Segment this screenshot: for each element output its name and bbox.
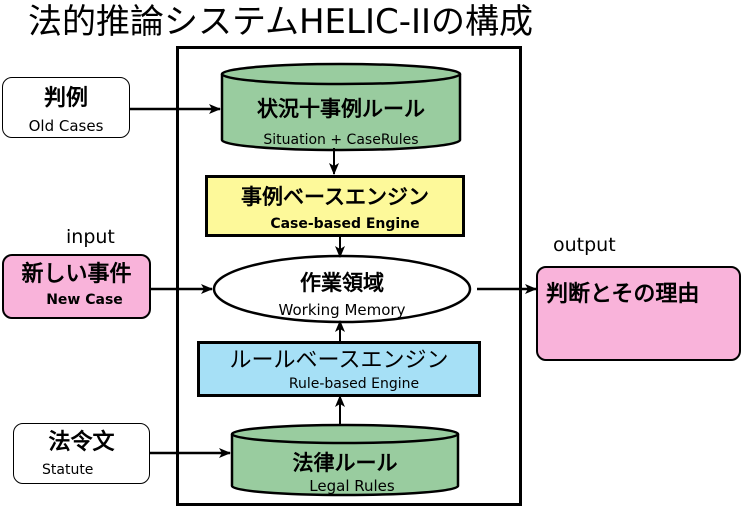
situation-case-rules-jp: 状況十事例ルール [257, 97, 425, 121]
statute-jp: 法令文 [48, 430, 115, 455]
new-case-jp: 新しい事件 [21, 262, 132, 287]
old-cases-en: Old Cases [28, 117, 104, 135]
old-cases-jp: 判例 [43, 86, 88, 111]
case-based-engine-box: 事例ベースエンジン Case-based Engine [205, 175, 465, 237]
working-memory-jp: 作業領域 [300, 271, 384, 295]
system-boundary [176, 46, 522, 506]
statute-box: 法令文 Statute [13, 423, 150, 484]
legal-rules-en: Legal Rules [309, 477, 395, 495]
diagram-title: 法的推論システムHELIC-IIの構成 [28, 2, 534, 42]
input-label: input [66, 226, 115, 248]
situation-case-rules-en: Situation + CaseRules [263, 132, 419, 148]
new-case-box: 新しい事件 New Case [2, 254, 151, 319]
old-cases-box: 判例 Old Cases [2, 77, 130, 138]
case-based-engine-jp: 事例ベースエンジン [241, 185, 429, 209]
output-label: output [553, 234, 616, 256]
output-jp: 判断とその理由 [546, 282, 700, 307]
rule-based-engine-jp: ルールベースエンジン [229, 348, 449, 373]
new-case-en: New Case [46, 292, 123, 308]
output-box: 判断とその理由 [536, 266, 741, 361]
rule-based-engine-en: Rule-based Engine [288, 376, 420, 392]
case-based-engine-en: Case-based Engine [270, 216, 420, 232]
cylinder-situation-case-rules [220, 62, 462, 152]
statute-en: Statute [42, 462, 94, 478]
legal-rules-jp: 法律ルール [292, 451, 398, 475]
cylinder-legal-rules [230, 423, 460, 497]
working-memory-en: Working Memory [278, 301, 406, 319]
rule-based-engine-box: ルールベースエンジン Rule-based Engine [197, 341, 481, 397]
